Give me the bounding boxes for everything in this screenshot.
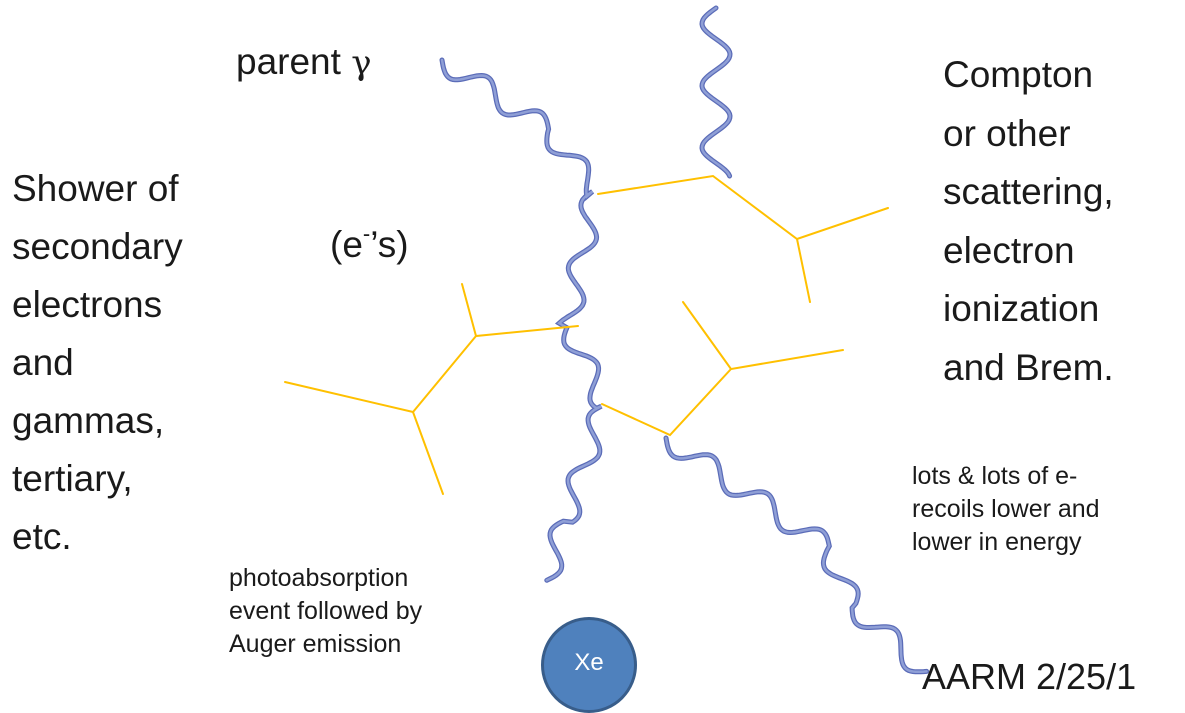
photoabsorption-line: photoabsorption [229, 564, 409, 592]
recoils-line: lower in energy [912, 528, 1082, 556]
parent-gamma-label: parent γ [236, 38, 372, 87]
electron-charge-superscript: - [362, 221, 371, 246]
electron-track [796, 238, 811, 303]
electrons-label-close: ’s) [370, 224, 409, 265]
gamma-symbol: γ [351, 43, 372, 83]
shower-line: secondary [12, 226, 183, 267]
electron-track [601, 349, 844, 437]
compton-line: ionization [943, 288, 1100, 329]
electron-track [284, 335, 477, 414]
shower-line: tertiary, [12, 458, 133, 499]
photoabsorption-description: photoabsorption event followed by Auger … [229, 562, 422, 661]
scattered-photon-bottom [663, 435, 930, 675]
shower-line: and [12, 342, 74, 383]
scattered-photon-top-highlight [700, 6, 732, 178]
xe-atom: Xe [541, 617, 637, 713]
recoils-line: lots & lots of e- [912, 462, 1078, 490]
electron-track [597, 174, 889, 241]
electrons-label-open: (e [330, 224, 363, 265]
shower-line: gammas, [12, 400, 165, 441]
footer-label: AARM 2/25/1 [922, 656, 1137, 697]
electron-track [412, 411, 444, 495]
compton-line: scattering, [943, 171, 1114, 212]
compton-line: or other [943, 112, 1071, 154]
parent-photon-highlight [440, 58, 602, 582]
recoils-description: lots & lots of e- recoils lower and lowe… [912, 460, 1100, 559]
feynman-style-diagram [284, 5, 930, 675]
shower-line: etc. [12, 516, 72, 557]
shower-line: electrons [12, 284, 163, 325]
photoabsorption-line: Auger emission [229, 630, 402, 658]
compton-line: and Brem. [943, 346, 1114, 388]
compton-line: Compton [943, 54, 1094, 95]
scattered-photon-bottom-highlight [664, 436, 928, 674]
compton-description: Compton or other scattering, electron io… [943, 46, 1114, 397]
electron-track [461, 283, 579, 338]
electrons-label: (e-’s) [330, 219, 409, 271]
compton-line: electron [943, 229, 1075, 271]
shower-description: Shower of secondary electrons and gammas… [12, 160, 183, 566]
shower-line: Shower of [12, 168, 179, 209]
photoabsorption-line: event followed by [229, 597, 423, 625]
recoils-line: recoils lower and [912, 495, 1100, 523]
parent-gamma-text: parent [236, 41, 341, 82]
electron-track [682, 301, 732, 370]
